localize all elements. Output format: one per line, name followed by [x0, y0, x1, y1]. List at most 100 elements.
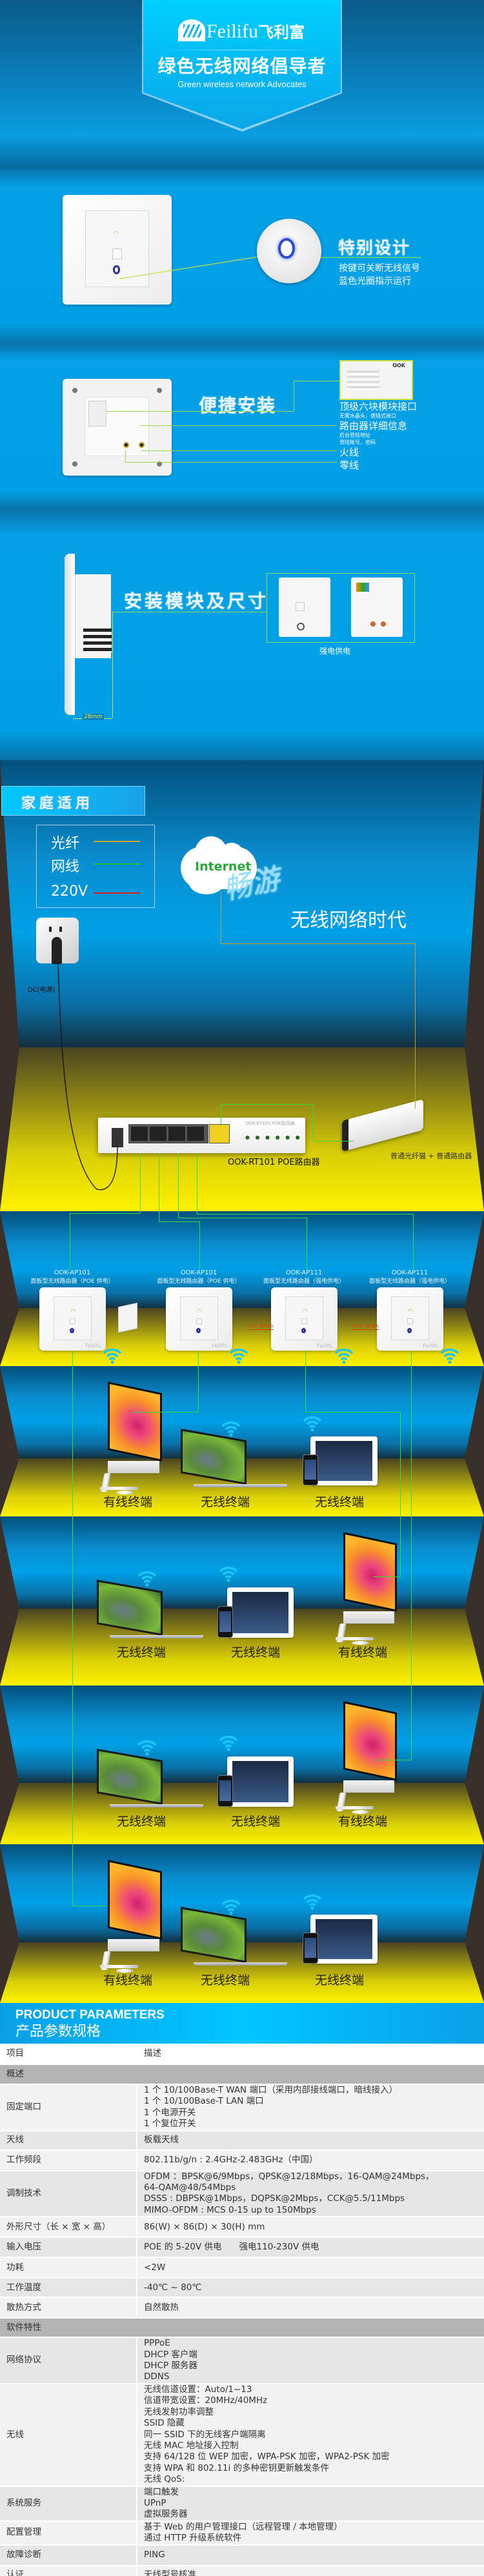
- callout-note: 后台登陆地址: [339, 432, 370, 438]
- wifi-icon: [440, 1348, 459, 1364]
- connector-line: [373, 1576, 400, 1577]
- column-header: 描述: [137, 2044, 484, 2065]
- tablet-screen: [232, 1592, 288, 1633]
- laptop-base: [193, 1484, 287, 1487]
- legend-swatch-ethernet: [94, 863, 140, 865]
- phone-screen: [219, 1611, 231, 1632]
- param-value-line: POE 的 5-20V 供电 强电110-230V 供电: [144, 2242, 319, 2253]
- imac-keyboard: [100, 1487, 139, 1490]
- param-name: 调制技术: [0, 2170, 137, 2218]
- params-header: PRODUCT PARAMETERS 产品参数规格: [0, 2003, 484, 2044]
- status-leds: ● ● ● ● ● ●: [245, 1134, 302, 1140]
- brand-name-en: Feilifu: [207, 21, 258, 42]
- feature-module-section: 安装模块及尺寸 强电供电 28mm: [0, 510, 484, 760]
- smartphone: [303, 1454, 318, 1485]
- column-header: 项目: [0, 2044, 137, 2065]
- smartphone: [217, 1775, 233, 1807]
- connector-line: [413, 1214, 414, 1269]
- wifi-icon: [103, 1348, 122, 1364]
- table-section-row: 软件特性: [0, 2318, 484, 2339]
- section-label: 软件特性: [0, 2318, 484, 2339]
- params-title-en: PRODUCT PARAMETERS: [15, 2008, 165, 2022]
- phone-screen: [305, 1938, 316, 1958]
- connector-line: [72, 1351, 73, 1906]
- connector-line: [140, 1153, 141, 1213]
- slogan-en: Green wireless network Advocates: [177, 79, 307, 89]
- param-name: 工作温度: [0, 2278, 137, 2299]
- ethernet-port: [112, 248, 123, 259]
- ap-description: 面板型无线路由器（强电供电）: [263, 1278, 345, 1285]
- wifi-icon: [221, 1899, 241, 1915]
- param-value-line: 同一 SSID 下的无线客户端隔离: [144, 2429, 266, 2440]
- param-value: OFDM ：BPSK@6/9Mbps，QPSK@12/18Mbps，16-QAM…: [137, 2170, 484, 2218]
- param-value: 802.11b/g/n : 2.4GHz-2.483GHz（中国）: [137, 2149, 484, 2171]
- live-terminal: [123, 442, 129, 448]
- dimension-label: 28mm: [83, 714, 104, 720]
- terminal-label: 无线终端: [230, 1815, 280, 1829]
- param-value-line: DDNS: [144, 2371, 170, 2382]
- internet-label: Internet: [195, 860, 252, 874]
- param-value-line: DHCP 服务器: [144, 2360, 197, 2371]
- ap-model-label: OOK-AP111: [285, 1269, 323, 1276]
- phone-screen: [219, 1780, 231, 1801]
- power-adapter: [52, 937, 62, 964]
- param-value: 板载天线: [137, 2130, 484, 2151]
- brand-logo-icon: [178, 19, 205, 41]
- param-value-line: <2W: [144, 2262, 166, 2273]
- param-value-line: 无线 QoS:: [144, 2474, 185, 2485]
- param-name: 故障诊断: [0, 2544, 137, 2566]
- plate-brand-mark: Feilifu: [317, 1343, 332, 1349]
- tablet: [227, 1587, 294, 1638]
- connector-line: [70, 1213, 140, 1214]
- module-front: [279, 578, 330, 637]
- connector-line: [199, 1222, 200, 1269]
- param-name: 无线: [0, 2383, 137, 2487]
- wifi-icon: [219, 1566, 238, 1582]
- callout-note: 登陆账号、密码: [339, 439, 376, 445]
- terminal-label: 无线终端: [314, 1495, 364, 1509]
- imac-mouse: [352, 1641, 369, 1645]
- terminal-label: 无线终端: [200, 1973, 250, 1987]
- ap-model-label: OOK-AP111: [391, 1269, 429, 1276]
- switch-plate-front: ◠: [63, 195, 172, 305]
- imac-keyboard: [100, 1965, 139, 1968]
- tagline: 无线网络时代: [290, 909, 407, 932]
- ap-power-label: 220V 电压输入: [352, 1324, 379, 1330]
- connector-line: [305, 1412, 400, 1413]
- feature-title: 安装模块及尺寸: [124, 590, 269, 612]
- access-point-plate: ◠Feilifu: [166, 1287, 232, 1351]
- connector-line: [198, 1351, 199, 1412]
- connector-line: [411, 1351, 412, 1760]
- wifi-icon: [229, 1348, 248, 1364]
- param-value-line: 1 个 10/100Base-T WAN 端口（采用内部接线端口，暗线接入）: [144, 2085, 398, 2095]
- param-value: -40℃ ~ 80℃: [137, 2278, 484, 2299]
- terminal-label: 无线终端: [116, 1645, 166, 1660]
- ap-power-label: 220V 电压输入: [247, 1324, 274, 1330]
- smartphone: [217, 1605, 233, 1638]
- button-closeup: [257, 219, 321, 283]
- tablet: [310, 1436, 378, 1485]
- wan-port: [209, 1124, 230, 1143]
- callout-title: 顶级六块模块接口: [339, 401, 418, 412]
- param-value-line: 86(W) × 86(D) × 30(H) mm: [144, 2221, 265, 2232]
- param-value-line: 端口触发: [144, 2486, 179, 2497]
- section-tag: 家庭适用: [1, 786, 145, 816]
- imac-chin: [108, 1938, 159, 1951]
- ap-model-label: OOK-AP101: [54, 1269, 91, 1276]
- internet-cloud: Internet: [181, 836, 257, 894]
- laptop-base: [193, 1962, 287, 1966]
- module-back: [351, 578, 403, 637]
- imac-chin: [343, 1780, 394, 1793]
- connector-line: [125, 462, 337, 463]
- access-point-plate: ◠Feilifu: [271, 1287, 338, 1351]
- imac-mouse: [116, 1969, 134, 1973]
- table-row: 工作温度-40℃ ~ 80℃: [0, 2278, 484, 2299]
- wifi-icon: [303, 1416, 322, 1432]
- imac-keyboard: [336, 1806, 374, 1809]
